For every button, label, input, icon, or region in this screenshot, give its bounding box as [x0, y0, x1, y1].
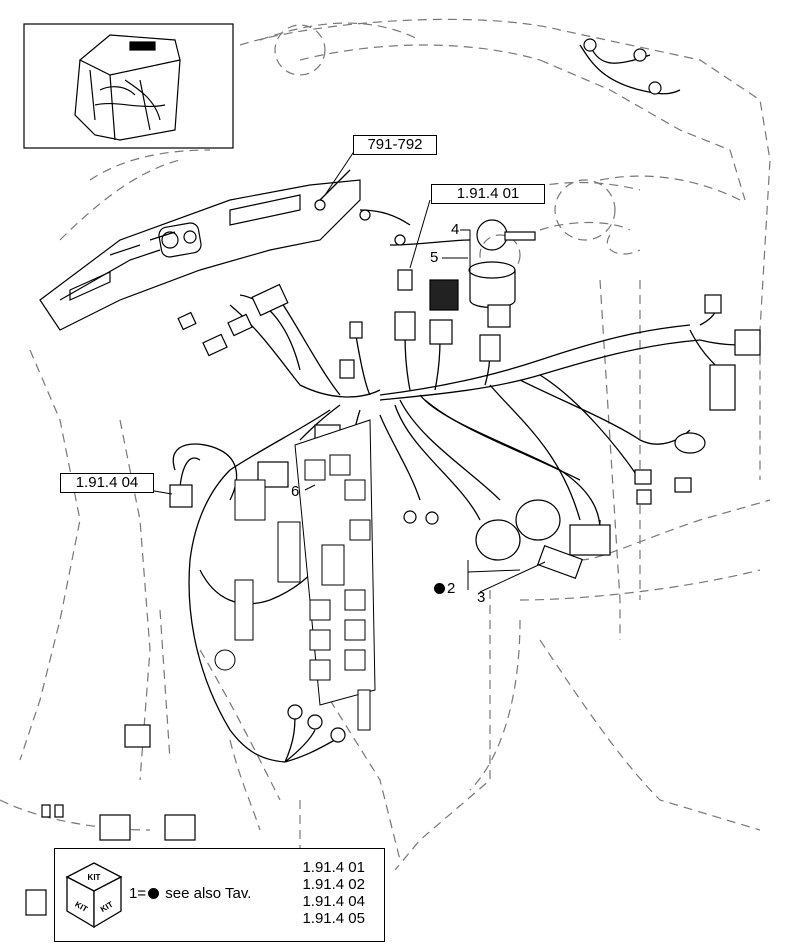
kit-label-top: KIT	[88, 873, 101, 882]
kit-legend-panel: KIT KIT KIT 1= see also Tav. 1.91.4 01 1…	[54, 848, 385, 942]
callout-4: 4	[451, 221, 460, 238]
kit-reference-list: 1.91.4 01 1.91.4 02 1.91.4 04 1.91.4 05	[283, 859, 365, 927]
kit-reference-item: 1.91.4 01	[302, 859, 365, 876]
roof-console	[39, 179, 361, 331]
cab-structure-dashed	[0, 18, 771, 871]
kit-reference-item: 1.91.4 05	[302, 910, 365, 927]
kit-box-icon: KIT KIT KIT	[65, 862, 123, 929]
fuse-relay-board	[214, 419, 376, 731]
reference-1-91-4-01: 1.91.4 01	[431, 184, 545, 204]
kit-reference-item: 1.91.4 04	[302, 893, 365, 910]
kit-dot-icon	[434, 583, 445, 594]
callout-5: 5	[430, 249, 439, 266]
reference-791-792: 791-792	[353, 135, 437, 155]
kit-note: 1= see also Tav.	[129, 885, 251, 902]
kit-reference-item: 1.91.4 02	[302, 876, 365, 893]
leader-lines	[147, 149, 546, 593]
kit-dot-icon	[148, 888, 160, 899]
kit-equals: =	[137, 885, 147, 902]
reference-1-91-4-04: 1.91.4 04	[60, 473, 154, 493]
callout-2-number: 2	[447, 580, 456, 597]
kit-item-number: 1	[129, 885, 138, 902]
callout-3: 3	[477, 589, 486, 606]
inset-cab-illustration	[23, 23, 234, 149]
harness-wires	[172, 44, 746, 763]
callout-2: 2	[432, 581, 455, 597]
callout-6: 6	[291, 483, 300, 500]
kit-see-also: see also Tav.	[165, 885, 252, 902]
